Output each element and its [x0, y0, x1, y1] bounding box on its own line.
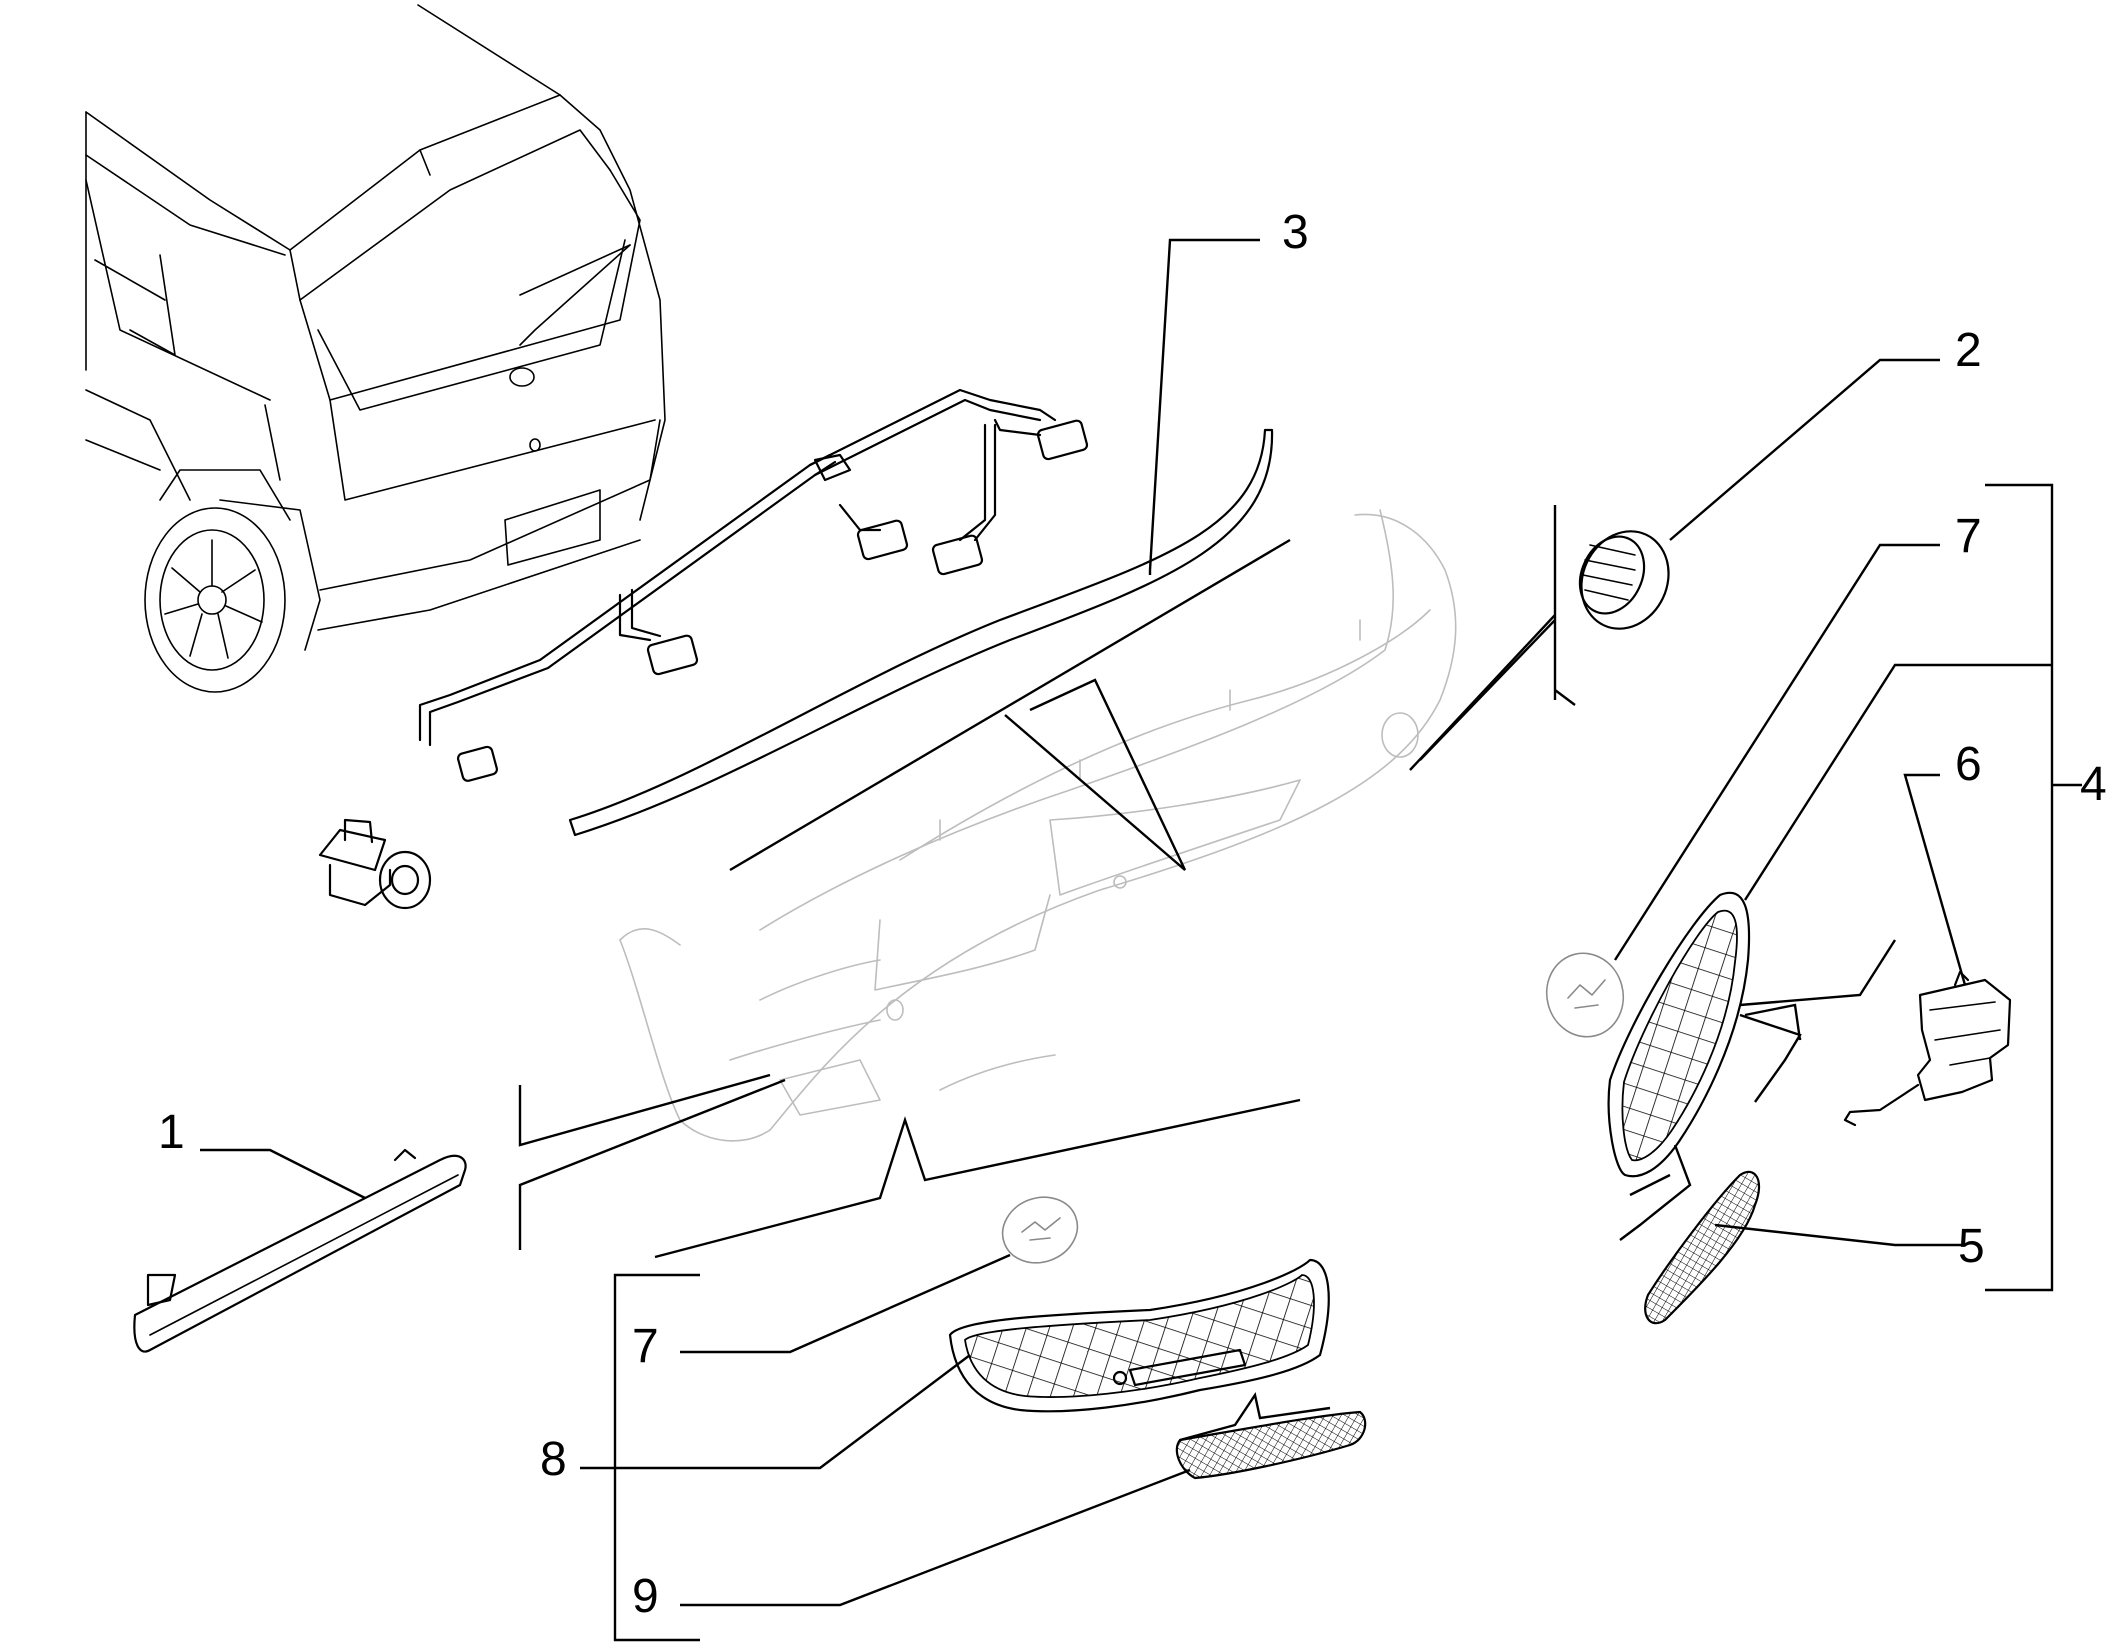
callout-6: 6	[1955, 738, 1982, 791]
left-bumper-grille	[948, 1258, 1330, 1413]
emblem-cap-left	[1001, 1196, 1079, 1264]
callout-7-right: 7	[1955, 510, 1982, 563]
car-rear-illustration	[85, 4, 666, 693]
emblem-cap-right	[1545, 952, 1625, 1038]
callout-7-left: 7	[632, 1320, 659, 1373]
callout-labels: 1 2 3 4 5 6 7 7 8 9	[158, 206, 2107, 1623]
left-lower-mesh-strip	[1175, 1410, 1367, 1480]
right-bumper-grille	[1607, 891, 1751, 1178]
parking-sensor	[318, 818, 432, 910]
grille-mounting-bracket	[1843, 970, 2012, 1127]
callout-5: 5	[1958, 1220, 1985, 1273]
parking-sensor-wiring-harness	[418, 388, 1089, 782]
callout-9: 9	[632, 1570, 659, 1623]
callout-8: 8	[540, 1433, 567, 1486]
leader-lines	[200, 238, 2082, 1642]
callout-3: 3	[1282, 206, 1309, 259]
right-lower-mesh-strip	[1644, 1170, 1761, 1325]
rear-bumper-body	[619, 509, 1457, 1142]
bumper-upper-trim-strip	[568, 428, 1274, 837]
callout-4: 4	[2080, 758, 2107, 811]
callout-1: 1	[158, 1106, 185, 1159]
callout-2: 2	[1955, 324, 1982, 377]
tow-hook-cover-cap	[1578, 530, 1670, 630]
side-reflector	[133, 1148, 467, 1353]
